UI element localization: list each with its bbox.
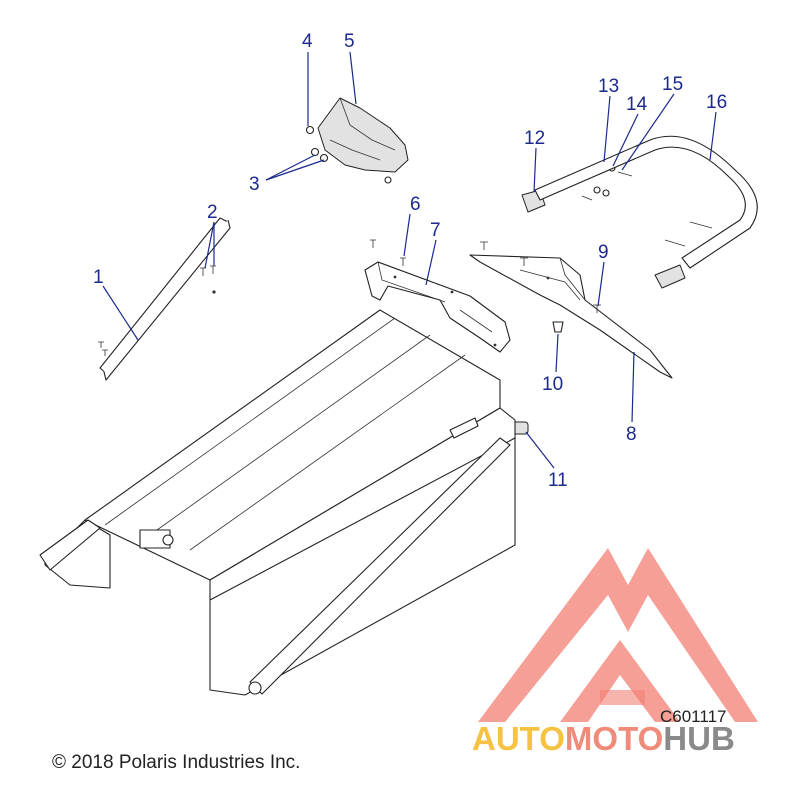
callout-8: 8 bbox=[626, 424, 637, 445]
callout-9: 9 bbox=[598, 242, 609, 263]
watermark-word-hub: HUB bbox=[663, 720, 735, 757]
part-6-screw bbox=[370, 239, 406, 266]
part-8-plate bbox=[469, 241, 673, 379]
part-4-nut bbox=[305, 125, 315, 135]
callout-16: 16 bbox=[706, 92, 727, 113]
watermark-word-auto: AUTO bbox=[472, 720, 565, 757]
part-16-grab-bar bbox=[534, 135, 758, 289]
callout-2: 2 bbox=[207, 202, 218, 223]
callout-1: 1 bbox=[93, 267, 104, 288]
part-5-cover bbox=[317, 97, 409, 184]
callout-12: 12 bbox=[524, 128, 545, 149]
tunnel-deck bbox=[39, 309, 516, 696]
callout-7: 7 bbox=[430, 220, 441, 241]
part-1-rail bbox=[98, 217, 231, 381]
part-7-bracket bbox=[364, 261, 511, 353]
part-15-bolt bbox=[581, 171, 633, 201]
callout-11: 11 bbox=[548, 470, 568, 491]
callout-labels: 1 2 3 4 5 6 7 8 9 10 11 12 13 14 15 16 bbox=[93, 31, 727, 491]
copyright-notice: © 2018 Polaris Industries Inc. bbox=[52, 752, 301, 773]
diagram-code: C601117 bbox=[660, 707, 726, 726]
callout-3: 3 bbox=[249, 174, 260, 195]
leader-lines bbox=[102, 51, 717, 469]
part-2-screws bbox=[200, 265, 216, 276]
watermark-word-moto: MOTO bbox=[565, 720, 663, 757]
watermark-logo bbox=[478, 548, 758, 722]
callout-5: 5 bbox=[344, 31, 355, 52]
callout-6: 6 bbox=[410, 194, 421, 215]
callout-13: 13 bbox=[598, 76, 619, 97]
part-9-screw bbox=[593, 304, 601, 313]
callout-4: 4 bbox=[302, 31, 313, 52]
callout-15: 15 bbox=[662, 74, 683, 95]
callout-10: 10 bbox=[542, 374, 563, 395]
part-10-pin bbox=[552, 321, 564, 333]
watermark-text: AUTOMOTOHUB bbox=[472, 720, 735, 757]
callout-14: 14 bbox=[626, 94, 648, 115]
